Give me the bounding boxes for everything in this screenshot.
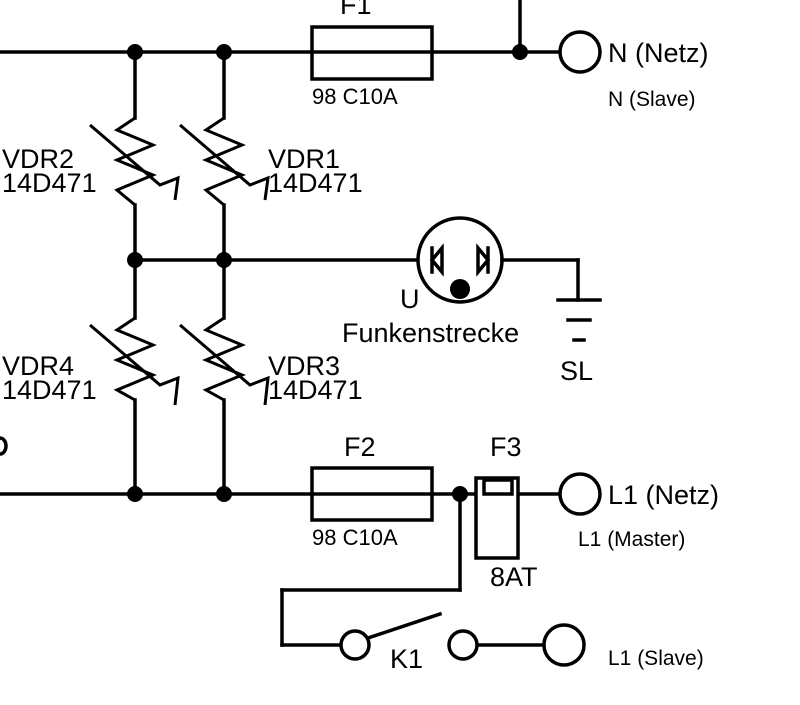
terminal-l1-net: L1 (Netz) L1 (Master) <box>558 472 719 551</box>
fuse-f1-name: F1 <box>340 0 372 20</box>
relay-k1: K1 <box>339 611 479 674</box>
varistor-column-wires <box>133 50 420 496</box>
varistor-vdr1-name: VDR1 <box>268 144 340 174</box>
relay-k1-label: K1 <box>390 644 423 674</box>
terminal-n-slave-label: N (Slave) <box>608 88 696 111</box>
varistor-vdr2-name: VDR2 <box>2 144 74 174</box>
fuse-f1-type: 98 C10A <box>312 84 398 109</box>
terminal-l1-master-label: L1 (Master) <box>578 528 685 551</box>
varistor-vdr3: VDR3 14D471 <box>179 316 363 406</box>
terminal-l1-net-label: L1 (Netz) <box>608 480 719 510</box>
varistor-vdr1-type: 14D471 <box>268 168 363 198</box>
terminal-n-net: N (Netz) N (Slave) <box>558 30 709 111</box>
terminal-l1-slave: L1 (Slave) <box>542 623 704 670</box>
varistor-vdr4-type: 14D471 <box>2 375 97 405</box>
varistor-vdr1: VDR1 14D471 <box>179 116 363 207</box>
varistor-vdr2-type: 14D471 <box>2 168 97 198</box>
ground-label: SL <box>560 356 593 386</box>
n-line-wires <box>0 0 562 54</box>
terminal-n-net-label: N (Netz) <box>608 38 709 68</box>
spark-gap: U Funkenstrecke <box>342 216 580 348</box>
offscreen-arc <box>0 436 8 456</box>
fuse-f1: F1 98 C10A <box>310 0 434 109</box>
varistor-vdr2: VDR2 14D471 <box>2 116 180 207</box>
fuse-f2: F2 98 C10A <box>310 432 434 550</box>
fuse-f3: F3 8AT <box>474 432 538 592</box>
fuse-f2-type: 98 C10A <box>312 525 398 550</box>
junction-dots <box>127 44 528 502</box>
ground-symbol: SL <box>556 298 602 386</box>
varistor-vdr4: VDR4 14D471 <box>2 316 180 406</box>
fuse-f3-name: F3 <box>490 432 522 462</box>
terminal-l1-slave-label: L1 (Slave) <box>608 647 704 670</box>
spark-gap-symbol: U <box>400 284 420 314</box>
varistor-vdr3-name: VDR3 <box>268 351 340 381</box>
fuse-f3-rating: 8AT <box>490 562 538 592</box>
varistor-vdr3-type: 14D471 <box>268 375 363 405</box>
spark-gap-label: Funkenstrecke <box>342 318 519 348</box>
varistor-vdr4-name: VDR4 <box>2 351 74 381</box>
fuse-f2-name: F2 <box>344 432 376 462</box>
